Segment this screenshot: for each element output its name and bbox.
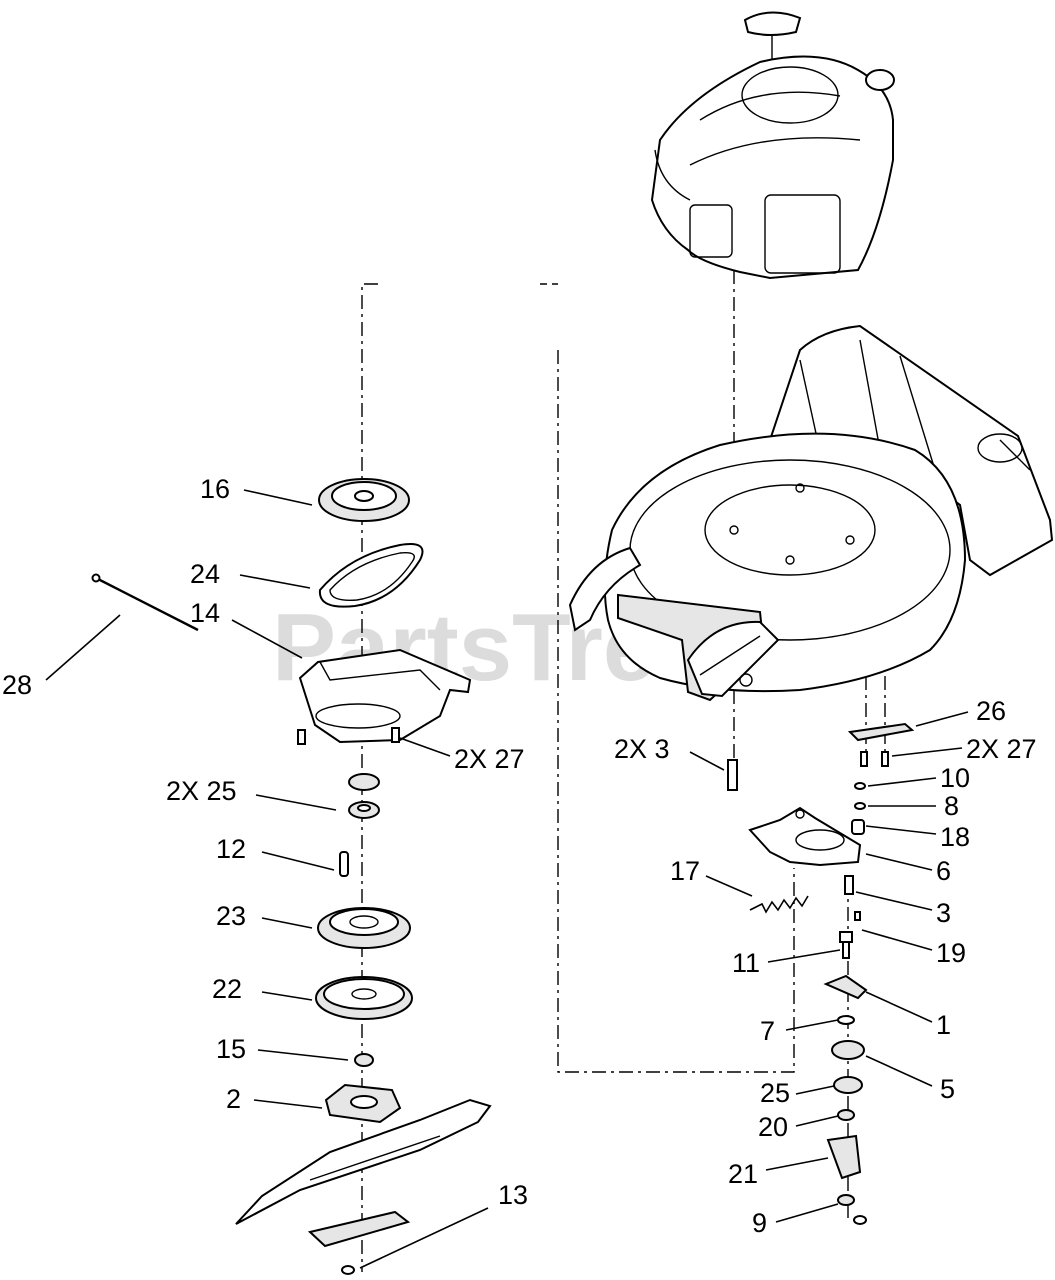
brake-pad-21 [826, 1134, 862, 1180]
callout-2: 2 [226, 1084, 241, 1114]
washer-7 [837, 1015, 855, 1025]
callout-10: 10 [940, 763, 970, 793]
callout-13: 13 [498, 1180, 528, 1210]
leader-lines [45, 489, 969, 1269]
nut-15 [354, 1053, 374, 1067]
callout-20: 20 [758, 1112, 788, 1142]
rod-28 [91, 573, 199, 632]
key-12 [339, 851, 349, 877]
bolts-27-left [297, 727, 400, 745]
callout-2x-27-left: 2X 27 [454, 744, 525, 774]
callout-labels: 16 24 14 28 2X 25 2X 27 12 23 22 15 2 13… [2, 474, 1037, 1238]
callout-22: 22 [212, 974, 242, 1004]
callout-5: 5 [940, 1074, 955, 1104]
callout-24: 24 [190, 559, 220, 589]
callout-7: 7 [760, 1016, 775, 1046]
callout-2x-27-right: 2X 27 [966, 734, 1037, 764]
bolt-13 [341, 1265, 355, 1275]
bolt-3-long [727, 759, 738, 791]
spring-17 [749, 895, 809, 914]
v-belt-24 [318, 543, 424, 608]
callout-28: 28 [2, 670, 32, 700]
callout-19: 19 [936, 938, 966, 968]
callout-9: 9 [752, 1208, 767, 1238]
callout-3: 3 [936, 898, 951, 928]
callout-25-right: 25 [760, 1078, 790, 1108]
callout-2x-25-left: 2X 25 [166, 776, 237, 806]
callout-14: 14 [190, 598, 220, 628]
pin-3 [844, 875, 854, 895]
clutch-disc-22 [315, 976, 413, 1020]
callout-18: 18 [940, 822, 970, 852]
callout-21: 21 [728, 1159, 758, 1189]
washers-10-8-18 [851, 782, 866, 835]
callout-2x-3: 2X 3 [614, 734, 670, 764]
engine-illustration [650, 11, 895, 280]
nut-9 [837, 1194, 867, 1225]
flange-bushing-5 [831, 1040, 865, 1060]
callout-16: 16 [200, 474, 230, 504]
bearings-25-left [348, 773, 380, 819]
blade-adapter-2 [324, 1083, 402, 1124]
callout-8: 8 [944, 791, 959, 821]
pulley-23 [317, 907, 411, 949]
callout-6: 6 [936, 856, 951, 886]
callout-11: 11 [732, 948, 760, 978]
drive-pulley-16 [318, 478, 410, 522]
bracket-26 [847, 722, 915, 742]
callout-26: 26 [976, 696, 1006, 726]
spacer-19 [854, 911, 861, 921]
mower-deck-illustration [568, 324, 1054, 702]
shoulder-bolt-11 [839, 931, 853, 959]
bearing-25-right [833, 1076, 863, 1094]
mower-blade [235, 1098, 492, 1248]
brake-bracket-6 [748, 806, 862, 867]
screws-27-right [860, 751, 889, 767]
callout-12: 12 [216, 834, 246, 864]
callout-23: 23 [216, 901, 246, 931]
washer-20 [837, 1109, 855, 1121]
callout-15: 15 [216, 1034, 246, 1064]
callout-1: 1 [936, 1010, 951, 1040]
belt-cover-14 [298, 648, 472, 744]
callout-17: 17 [670, 856, 700, 886]
brake-arm-1 [823, 974, 868, 1000]
